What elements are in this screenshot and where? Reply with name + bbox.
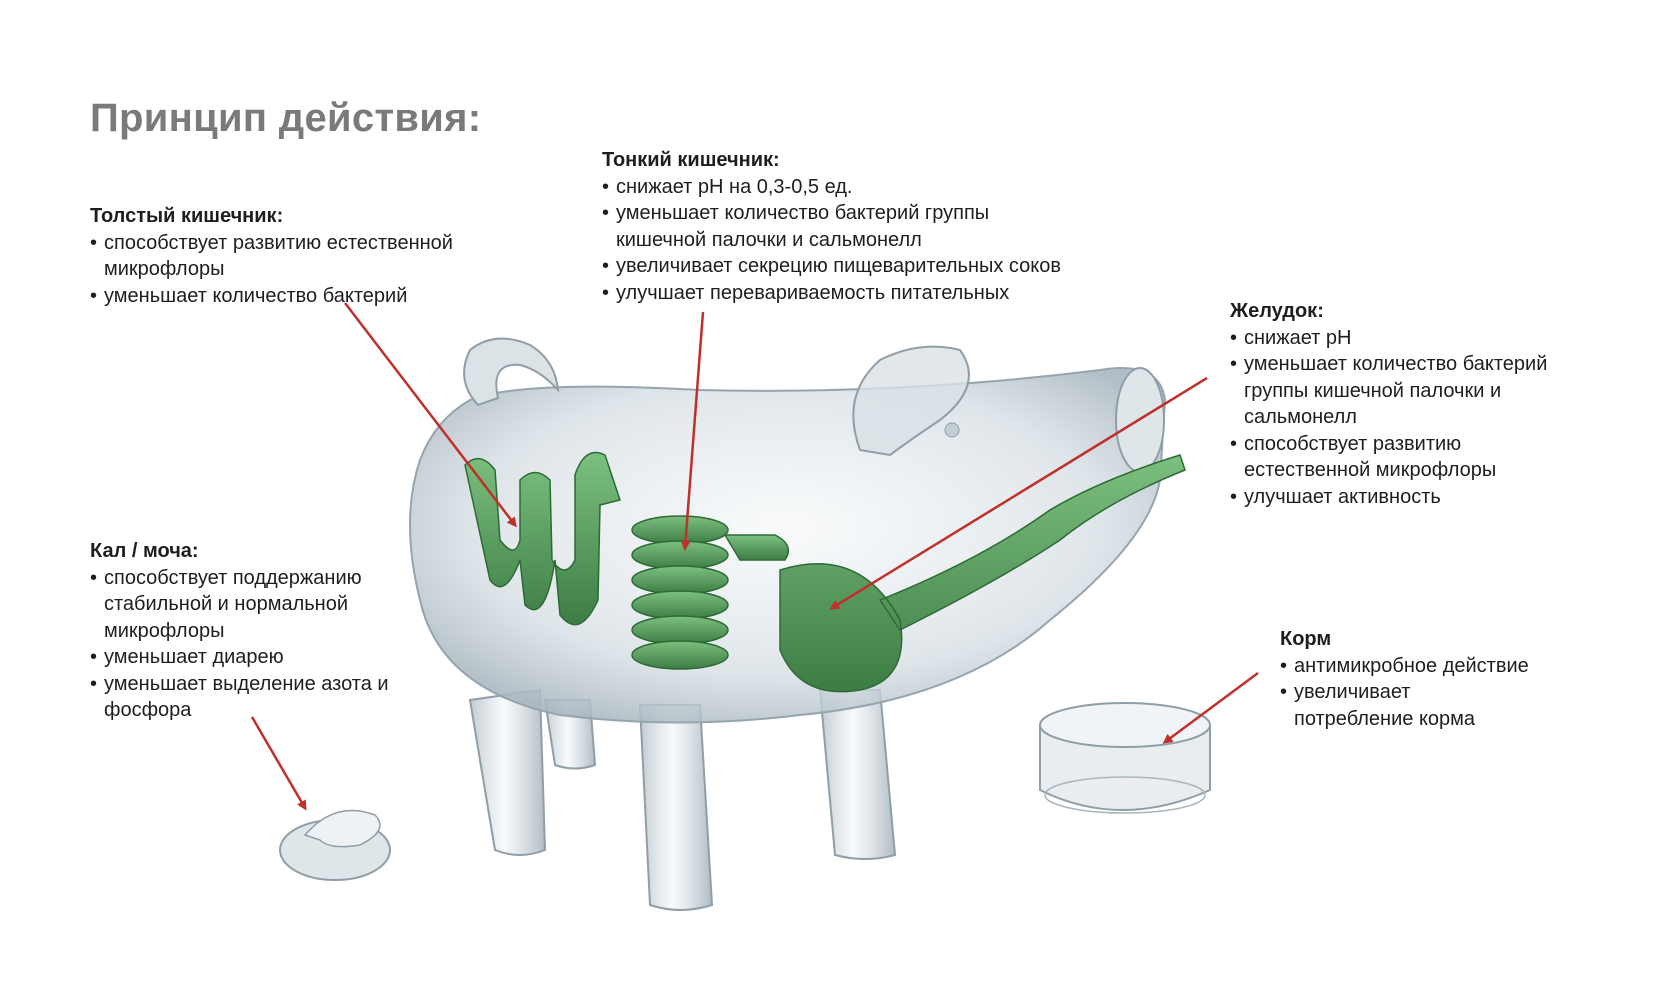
arrow-feces bbox=[250, 716, 307, 811]
stomach-heading: Желудок: bbox=[1230, 300, 1324, 322]
stomach-block: Желудок: снижает pH уменьшает количество… bbox=[1230, 298, 1547, 510]
arrow-feed bbox=[1162, 671, 1259, 744]
large-intestine-item: уменьшает количество бактерий bbox=[90, 283, 453, 310]
small-intestine-block: Тонкий кишечник: снижает pH на 0,3-0,5 е… bbox=[602, 147, 1061, 306]
large-intestine-heading: Толстый кишечник: bbox=[90, 205, 284, 227]
feed-heading: Корм bbox=[1280, 628, 1332, 650]
pig-eye bbox=[944, 422, 960, 438]
page-title: Принцип действия: bbox=[90, 96, 482, 140]
stomach-organ bbox=[779, 454, 1186, 693]
stomach-item: улучшает активность bbox=[1230, 484, 1547, 511]
large-intestine-block: Толстый кишечник: способствует развитию … bbox=[90, 203, 453, 309]
large-intestine-organ bbox=[464, 451, 621, 626]
arrow-stomach bbox=[829, 376, 1208, 610]
arrow-large-intestine bbox=[344, 302, 517, 528]
stomach-item: способствует развитию естественной микро… bbox=[1230, 431, 1547, 484]
pig-tail bbox=[463, 337, 560, 407]
small-intestine-item: снижает pH на 0,3-0,5 ед. bbox=[602, 174, 1061, 201]
feces-block: Кал / моча: способствует поддержанию ста… bbox=[90, 538, 389, 724]
small-intestine-item: уменьшает количество бактерий группы киш… bbox=[602, 200, 1061, 253]
feed-block: Корм антимикробное действие увеличивает … bbox=[1280, 626, 1529, 732]
stomach-item: снижает pH bbox=[1230, 325, 1547, 352]
feces-object bbox=[279, 809, 391, 881]
feed-item: увеличивает потребление корма bbox=[1280, 679, 1529, 732]
feces-heading: Кал / моча: bbox=[90, 540, 199, 562]
feed-bowl bbox=[1039, 702, 1211, 814]
small-intestine-item: увеличивает секрецию пищеварительных сок… bbox=[602, 253, 1061, 280]
feces-item: уменьшает выделение азота и фосфора bbox=[90, 671, 389, 724]
feed-item: антимикробное действие bbox=[1280, 653, 1529, 680]
pig-ear bbox=[852, 345, 970, 457]
stomach-item: уменьшает количество бактерий группы киш… bbox=[1230, 351, 1547, 431]
feces-item: уменьшает диарею bbox=[90, 644, 389, 671]
feces-item: способствует поддержанию стабильной и но… bbox=[90, 565, 389, 645]
pig-legs bbox=[468, 688, 897, 911]
small-intestine-organ bbox=[631, 515, 790, 670]
small-intestine-heading: Тонкий кишечник: bbox=[602, 149, 780, 171]
arrow-small-intestine bbox=[680, 311, 705, 551]
large-intestine-item: способствует развитию естественной микро… bbox=[90, 230, 453, 283]
small-intestine-item: улучшает перевариваемость питательных bbox=[602, 280, 1061, 307]
